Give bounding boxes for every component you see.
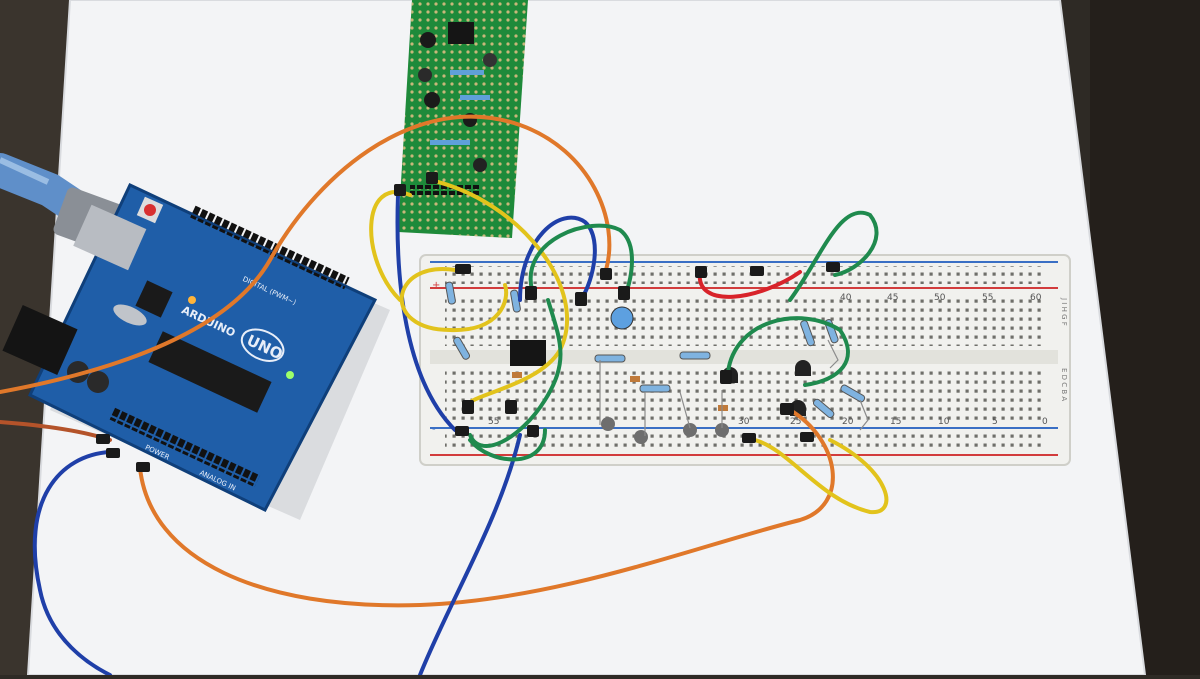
bb-num-b55: 55 [488,417,499,427]
bb-num-b0: 0 [1042,417,1048,427]
breadboard-components [445,281,869,444]
wire-connectors [96,172,840,472]
bb-num-b10: 10 [938,417,950,427]
bb-num-40: 40 [840,293,852,303]
perfboard-module [398,0,528,238]
bb-num-45: 45 [887,293,898,303]
arduino-uno-board: ARDUINO UNO DIGITAL (PWM~) POWER ANALOG … [2,183,378,512]
jumper-wires [0,114,889,677]
breadboard: + - 40 45 50 55 60 55 30 25 20 15 10 5 0… [419,254,1071,466]
rail-plus-top: + [432,280,440,291]
bb-num-b15: 15 [890,417,901,427]
bb-side-letters-top: J I H G F [1060,297,1068,326]
bb-num-b30: 30 [738,417,750,427]
bb-side-letters-bottom: E D C B A [1060,368,1068,401]
bb-num-55: 55 [982,293,993,303]
bb-num-50: 50 [934,293,946,303]
bb-num-b20: 20 [842,417,854,427]
rail-minus-bottom: - [432,424,436,435]
ic-chip [510,340,546,366]
bb-num-b5: 5 [992,417,998,427]
bb-num-b25: 25 [790,417,801,427]
bb-num-60: 60 [1030,293,1042,303]
